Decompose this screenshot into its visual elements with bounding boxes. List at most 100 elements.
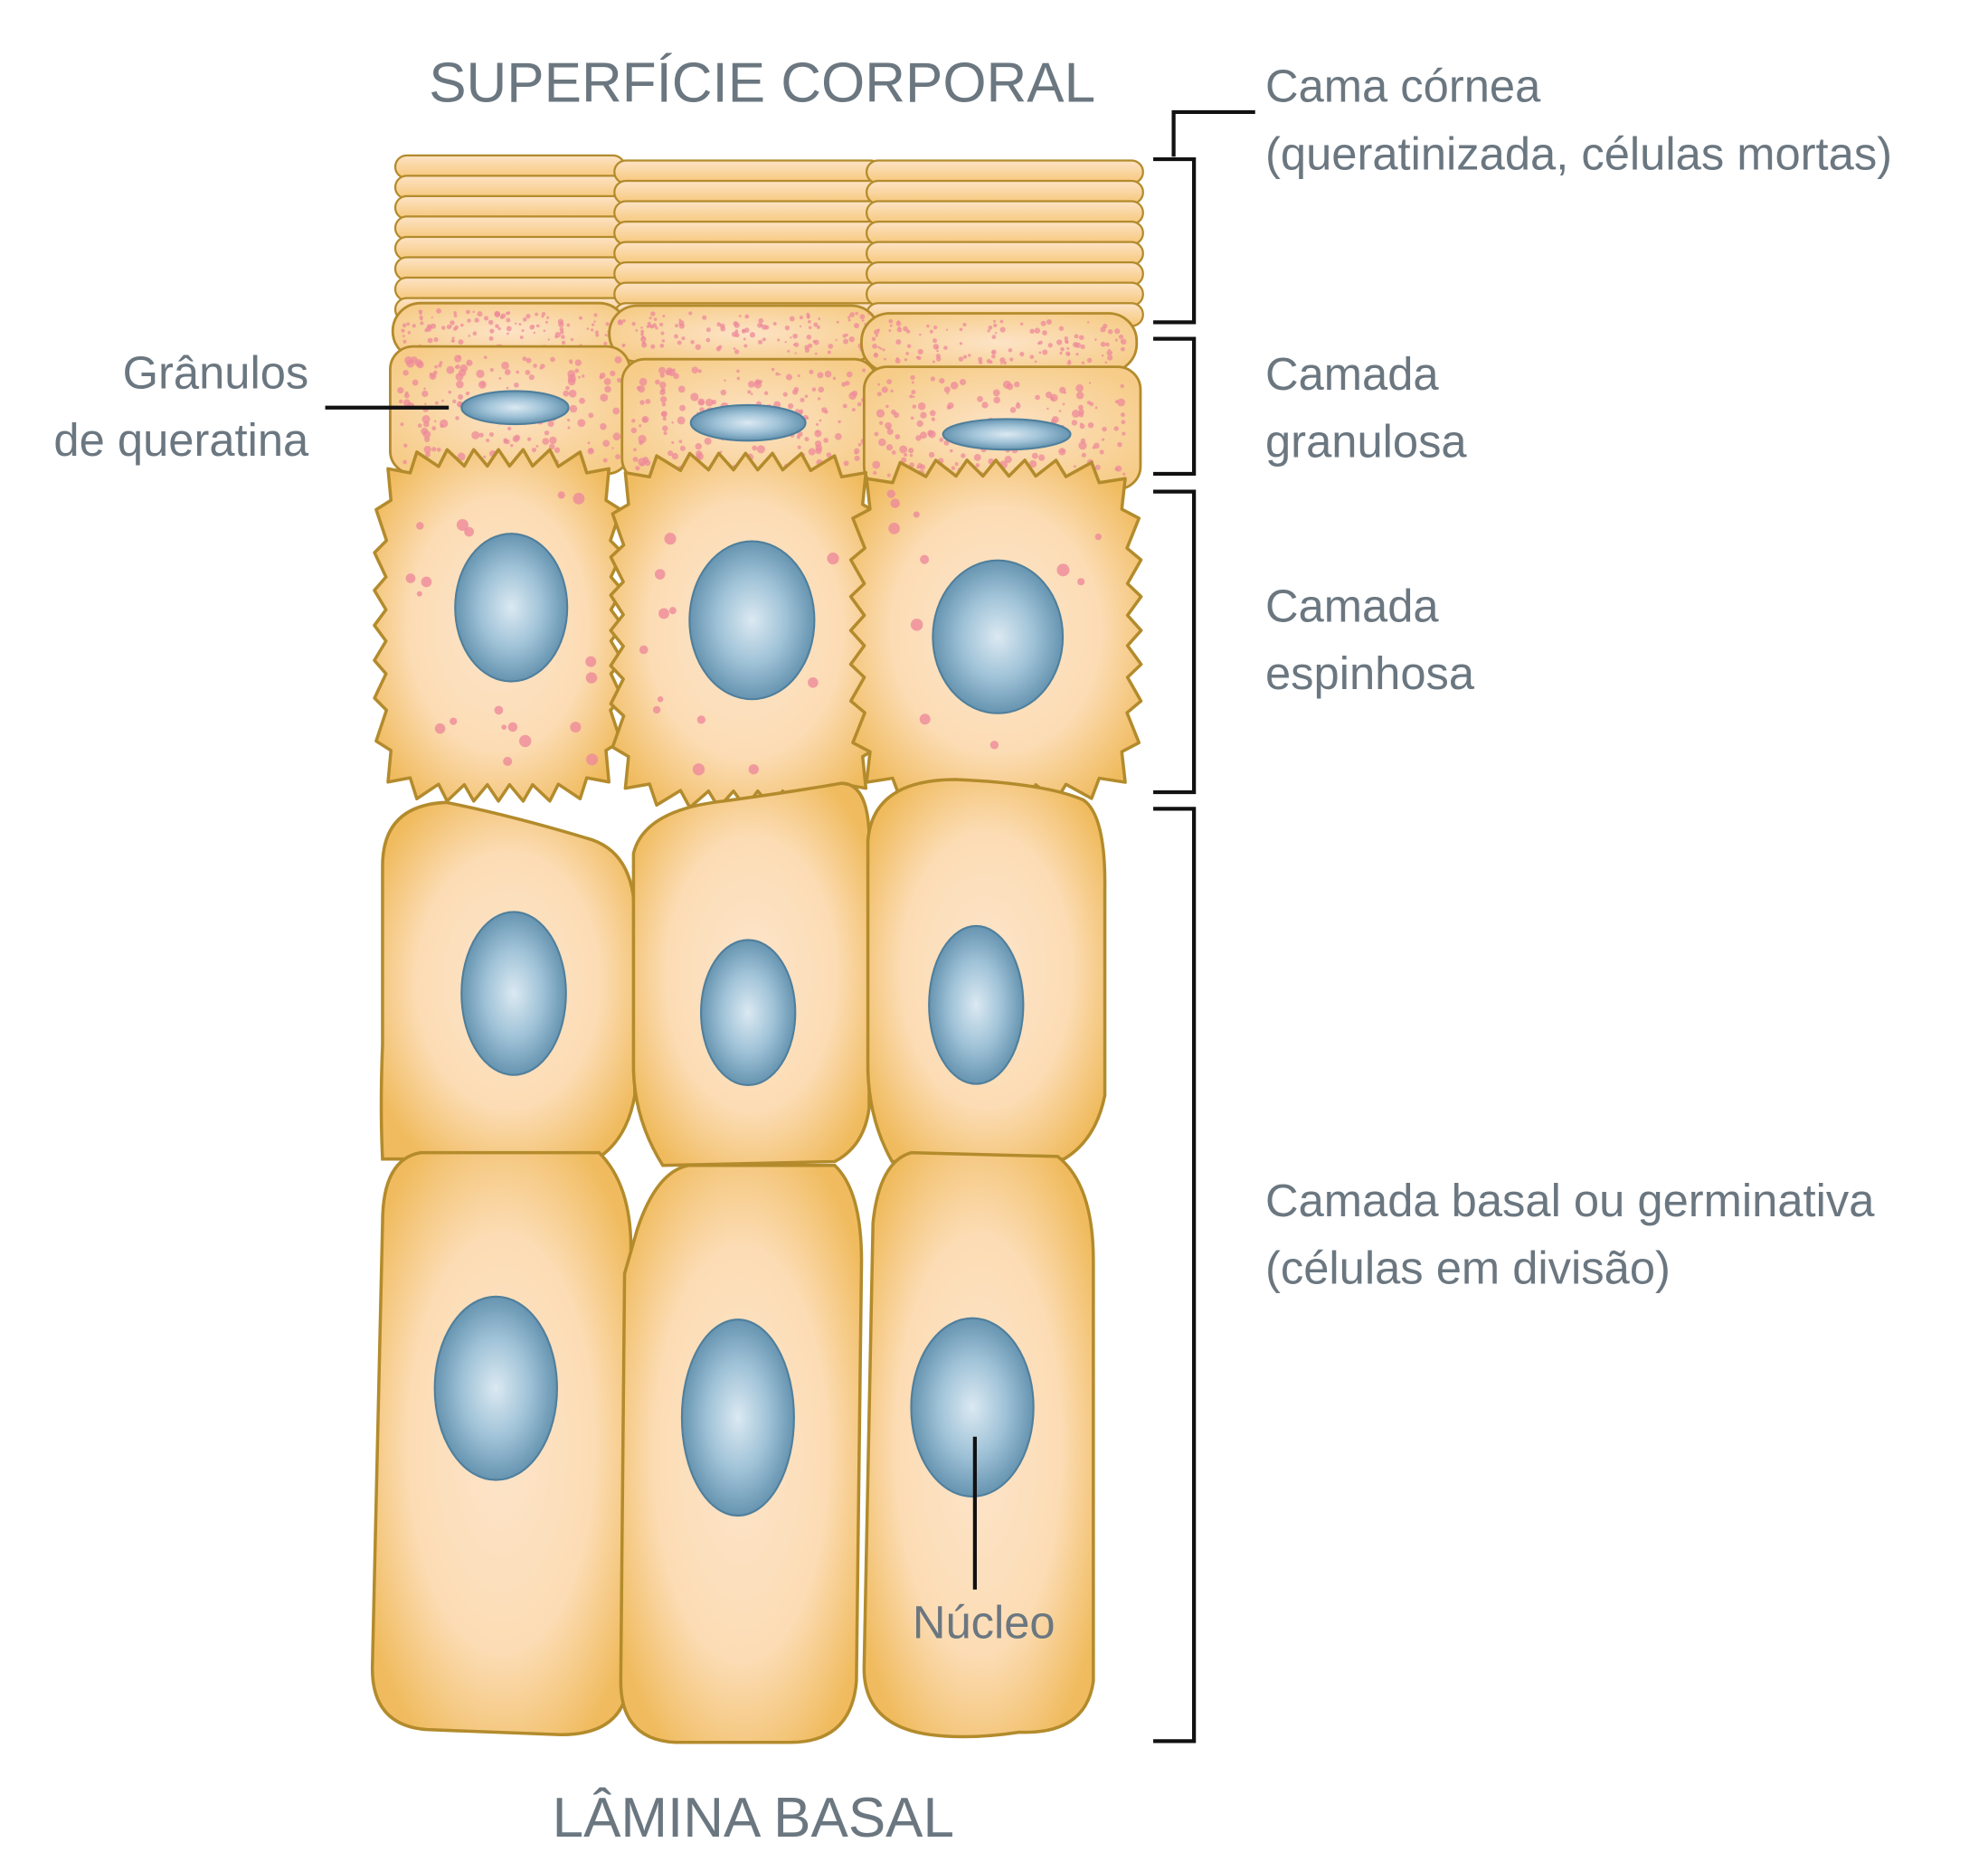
keratin-granule [917, 348, 923, 355]
keratin-granule [1040, 320, 1046, 326]
keratin-granule [1121, 412, 1125, 418]
keratin-granule [734, 329, 739, 334]
keratin-granule [621, 344, 625, 347]
keratin-granule [809, 369, 814, 374]
keratin-granule [585, 672, 598, 684]
keratin-granule [743, 327, 750, 333]
keratin-granule [635, 328, 639, 332]
keratin-granule [565, 385, 570, 391]
keratin-granule [871, 336, 876, 342]
keratin-granule [991, 349, 997, 355]
keratin-granule [843, 338, 848, 345]
keratin-granule [1056, 563, 1070, 577]
keratin-granule [932, 360, 935, 364]
keratin-granule [954, 462, 959, 467]
keratin-granule [652, 323, 658, 328]
keratin-granule [749, 332, 756, 338]
keratin-granule [808, 448, 816, 456]
keratin-granule [744, 314, 750, 319]
keratin-granule [501, 724, 507, 730]
keratin-granule [806, 334, 812, 340]
keratin-granule [748, 764, 759, 775]
keratin-granule [600, 372, 606, 379]
keratin-granule [659, 344, 665, 348]
keratin-granule [488, 431, 495, 437]
keratin-granule [1078, 335, 1084, 341]
keratin-granule [639, 645, 648, 655]
keratin-granule [1115, 465, 1122, 472]
keratin-granule [578, 375, 581, 379]
keratin-granule [1068, 359, 1071, 363]
keratin-granule [943, 386, 951, 393]
keratin-granule [585, 753, 599, 766]
keratin-granule [451, 336, 455, 340]
keratin-granule [930, 376, 936, 382]
keratin-granule [702, 315, 707, 320]
keratin-granule [989, 360, 993, 364]
basal-lamina-title: LÂMINA BASAL [553, 1787, 954, 1849]
keratin-granule [895, 321, 902, 326]
keratin-granule [705, 398, 714, 407]
keratin-granule [671, 421, 674, 424]
keratin-granule [521, 329, 525, 333]
keratin-granule [547, 421, 554, 428]
keratin-granule [526, 437, 532, 441]
keratin-granule [438, 364, 442, 368]
keratin-granule [592, 323, 595, 326]
keratin-granule [498, 377, 502, 380]
keratin-granule [557, 491, 565, 499]
keratin-granule [1028, 459, 1037, 468]
keratin-granule [549, 443, 555, 450]
keratin-granule [1114, 338, 1118, 342]
keratin-granule [605, 322, 610, 326]
keratin-granule [677, 385, 686, 393]
keratin-granule [450, 326, 452, 328]
keratin-granule [406, 359, 415, 368]
keratin-granule [658, 322, 664, 327]
keratin-granule [1078, 411, 1084, 418]
keratin-granule [660, 387, 666, 392]
keratin-granule [695, 443, 702, 450]
nucleus [454, 533, 569, 683]
keratin-granule [587, 441, 591, 445]
keratin-granule [503, 756, 513, 766]
keratin-granule [455, 364, 460, 370]
keratin-granule [757, 339, 763, 345]
keratin-granule [999, 326, 1006, 333]
keratin-granule [698, 400, 705, 406]
keratin-granule [797, 430, 803, 438]
keratin-granule [440, 326, 446, 330]
keratin-granule [911, 381, 914, 384]
keratin-granule [615, 454, 620, 459]
keratin-granule [464, 526, 474, 537]
keratin-granule [654, 569, 666, 580]
keratin-granule [899, 445, 908, 454]
flattened-nucleus [689, 403, 807, 442]
keratin-granule [673, 368, 676, 371]
keratin-granule [1120, 346, 1125, 352]
keratin-granule [515, 322, 517, 326]
keratin-granule [854, 451, 857, 455]
label-granulosa-1: Camada [1265, 348, 1439, 400]
keratin-granule [959, 342, 962, 345]
keratin-granule [1079, 423, 1085, 430]
keratin-granule [1100, 341, 1106, 347]
keratin-granule [456, 518, 469, 532]
keratin-granule [549, 436, 557, 445]
keratin-granule [920, 554, 930, 564]
keratin-granule [885, 421, 892, 430]
keratin-granule [896, 327, 903, 333]
keratin-granule [400, 422, 404, 427]
keratin-granule [919, 713, 931, 725]
keratin-granule [771, 367, 775, 372]
keratin-granule [906, 344, 912, 349]
keratin-granule [570, 337, 574, 342]
keratin-granule [1117, 398, 1125, 407]
keratin-granule [591, 328, 594, 332]
keratin-granule [920, 411, 927, 419]
keratin-granule [1008, 348, 1013, 353]
keratin-granule [427, 337, 433, 344]
nucleus [928, 924, 1025, 1085]
keratin-granule [429, 373, 437, 380]
keratin-granule [1004, 456, 1012, 464]
